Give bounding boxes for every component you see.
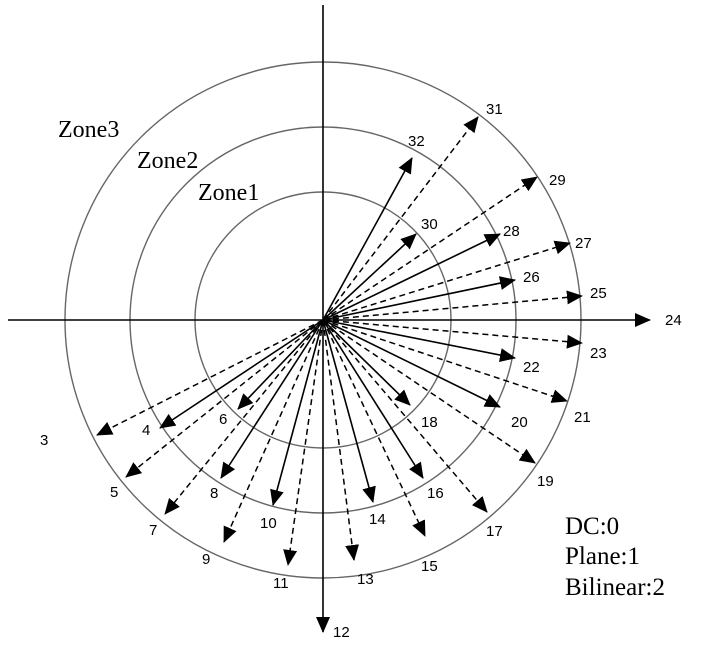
direction-arrow-3 [96,319,324,436]
direction-label-23: 23 [590,345,607,362]
direction-label-16: 16 [427,485,444,502]
direction-arrow-5 [125,319,324,478]
direction-arrows [96,116,583,566]
direction-arrow-11 [283,319,324,566]
direction-arrow-16 [322,319,424,479]
direction-label-6: 6 [219,411,227,428]
direction-arrow-15 [322,319,426,537]
direction-arrow-6 [237,319,324,410]
direction-label-9: 9 [202,551,210,568]
direction-arrow-13 [322,319,360,561]
direction-label-14: 14 [369,511,386,528]
direction-arrow-29 [322,176,538,321]
direction-arrow-17 [322,319,488,513]
direction-label-26: 26 [523,269,540,286]
direction-label-29: 29 [549,172,566,189]
direction-arrow-21 [322,319,568,403]
direction-label-22: 22 [523,359,540,376]
direction-arrow-22 [322,319,516,362]
direction-label-15: 15 [421,558,438,575]
mode-legend-0: DC:0 [565,513,619,540]
direction-label-18: 18 [421,414,438,431]
direction-label-13: 13 [357,571,374,588]
direction-arrow-30 [322,233,417,321]
direction-arrow-27 [322,240,571,321]
mode-legend-2: Bilinear:2 [565,574,665,601]
zone-label-1: Zone1 [198,180,259,206]
direction-arrow-14 [322,319,376,503]
zone-label-3: Zone3 [58,117,119,143]
direction-label-32: 32 [408,133,425,150]
direction-arrow-26 [322,276,516,321]
direction-label-5: 5 [110,484,118,501]
direction-arrow-23 [322,319,583,349]
direction-label-3: 3 [40,432,48,449]
direction-label-30: 30 [421,216,438,233]
direction-label-8: 8 [210,485,218,502]
direction-label-21: 21 [574,409,591,426]
direction-label-31: 31 [486,101,503,118]
direction-label-4: 4 [142,422,150,439]
direction-label-7: 7 [149,522,157,539]
direction-arrow-28 [322,233,501,321]
direction-label-11: 11 [273,575,289,592]
direction-arrow-7 [164,319,324,515]
direction-label-20: 20 [511,414,528,431]
direction-arrow-8 [220,319,324,479]
direction-label-17: 17 [486,523,503,540]
direction-arrow-32 [322,157,413,321]
zone-label-2: Zone2 [137,148,198,174]
mode-legend-1: Plane:1 [565,543,640,570]
direction-label-24: 24 [665,312,682,329]
direction-label-19: 19 [537,473,554,490]
direction-arrow-31 [322,116,479,321]
direction-arrow-20 [322,319,501,408]
direction-arrow-10 [270,319,324,506]
direction-arrow-25 [322,290,583,321]
direction-arrow-19 [322,319,536,464]
direction-label-10: 10 [260,515,277,532]
direction-label-25: 25 [590,285,607,302]
direction-label-27: 27 [575,235,592,252]
direction-arrow-9 [223,319,324,543]
direction-arrow-18 [322,319,411,406]
direction-arrow-4 [159,319,324,429]
direction-label-12: 12 [333,624,350,641]
direction-label-28: 28 [503,223,520,240]
